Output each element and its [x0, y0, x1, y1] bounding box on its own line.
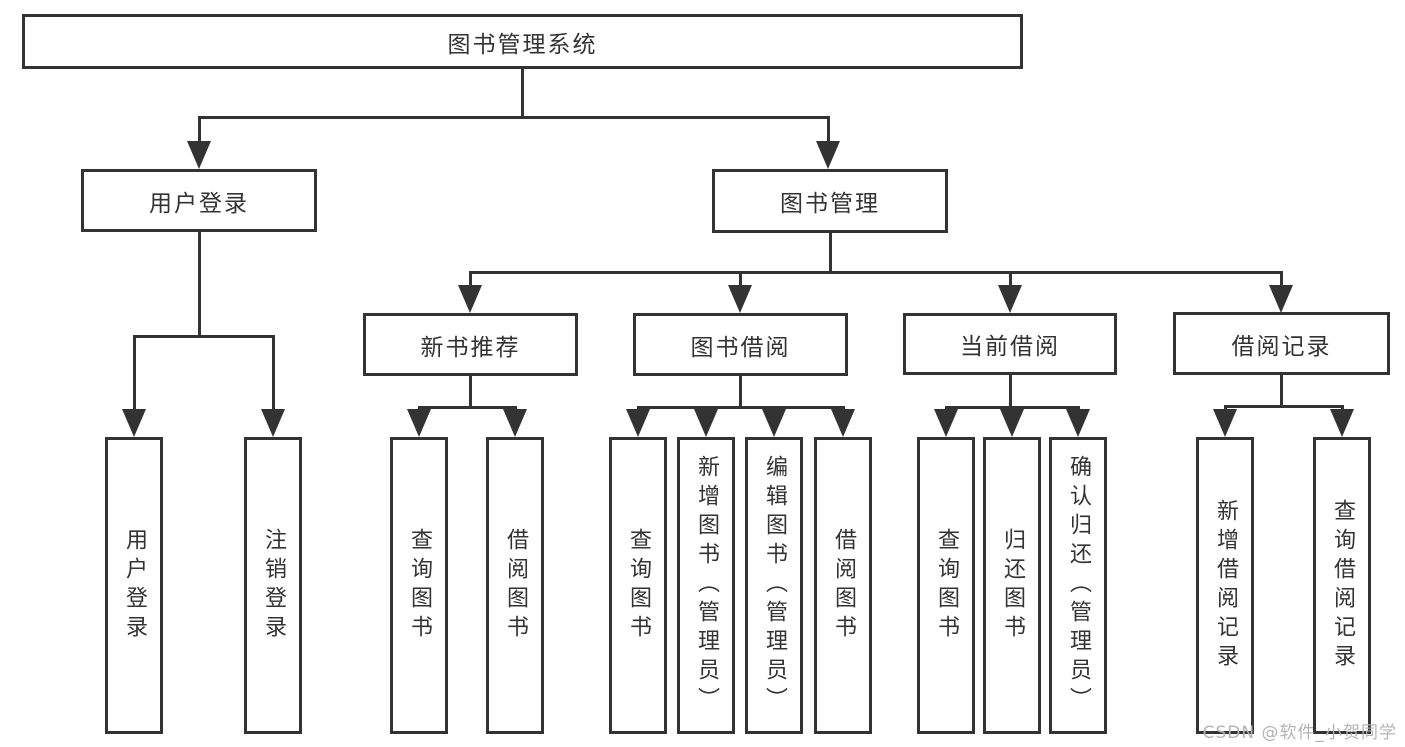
connector-line [1279, 375, 1283, 406]
node-new-book-recommend: 新书推荐 [363, 313, 578, 376]
node-library-system-label: 图书管理系统 [447, 31, 598, 58]
leaf-query-borrow-record-label: 查询借阅记录 [1330, 498, 1355, 673]
arrow-down-icon [503, 409, 527, 437]
leaf-borrow-books-recommend-label: 借阅图书 [503, 527, 528, 644]
arrow-down-icon [998, 285, 1022, 313]
leaf-logout-label: 注销登录 [261, 527, 286, 644]
arrow-down-icon [728, 285, 752, 313]
node-current-borrowing-label: 当前借阅 [960, 334, 1060, 360]
node-new-book-recommend-label: 新书推荐 [420, 334, 521, 361]
connector-line [271, 334, 275, 415]
leaf-add-borrow-record-label: 新增借阅记录 [1213, 498, 1238, 673]
node-user-login-label: 用户登录 [149, 190, 249, 217]
leaf-add-book-admin: 新增图书（管理员） [677, 437, 735, 734]
leaf-edit-book-admin: 编辑图书（管理员） [745, 437, 803, 734]
connector-line [1008, 375, 1012, 407]
leaf-user-login: 用户登录 [105, 437, 163, 734]
arrow-down-icon [187, 141, 211, 169]
leaf-query-books-current: 查询图书 [917, 437, 975, 734]
leaf-query-borrow-record: 查询借阅记录 [1313, 437, 1371, 734]
node-book-borrowing-label: 图书借阅 [690, 334, 791, 361]
connector-line [197, 115, 830, 119]
arrow-down-icon [831, 409, 855, 437]
leaf-query-books-recommend: 查询图书 [390, 437, 448, 734]
arrow-down-icon [1066, 409, 1090, 437]
leaf-edit-book-admin-label: 编辑图书（管理员） [762, 455, 787, 716]
node-book-management-label: 图书管理 [780, 191, 880, 217]
connector-line [197, 232, 201, 336]
connector-line [636, 405, 845, 409]
leaf-borrow-books-borrowing-label: 借阅图书 [831, 527, 856, 644]
connector-line [1223, 404, 1344, 408]
connector-line [738, 376, 742, 407]
arrow-down-icon [816, 141, 840, 169]
leaf-confirm-return-admin-label: 确认归还（管理员） [1066, 455, 1091, 716]
connector-line [197, 115, 201, 146]
node-current-borrowing: 当前借阅 [903, 313, 1117, 375]
arrow-down-icon [1000, 409, 1024, 437]
arrow-down-icon [1213, 409, 1237, 437]
connector-line [132, 334, 136, 415]
leaf-query-books-recommend-label: 查询图书 [407, 527, 432, 644]
connector-line [468, 270, 1283, 274]
node-book-borrowing: 图书借阅 [633, 313, 848, 376]
leaf-return-books: 归还图书 [983, 437, 1041, 734]
leaf-add-borrow-record: 新增借阅记录 [1196, 437, 1254, 734]
node-borrowing-records-label: 借阅记录 [1231, 333, 1332, 360]
arrow-down-icon [1269, 285, 1293, 313]
connector-line [468, 270, 472, 291]
arrow-down-icon [762, 409, 786, 437]
leaf-confirm-return-admin: 确认归还（管理员） [1049, 437, 1107, 734]
connector-line [1279, 270, 1283, 291]
connector-line [132, 334, 275, 338]
arrow-down-icon [458, 285, 482, 313]
connector-line [828, 233, 832, 273]
leaf-user-login-label: 用户登录 [122, 527, 147, 644]
leaf-logout: 注销登录 [244, 437, 302, 734]
node-user-login: 用户登录 [81, 169, 317, 232]
connector-line [1008, 270, 1012, 291]
arrow-down-icon [122, 409, 146, 437]
connector-line [738, 270, 742, 291]
arrow-down-icon [261, 409, 285, 437]
connector-line [520, 69, 524, 117]
node-library-system: 图书管理系统 [22, 14, 1023, 69]
arrow-down-icon [626, 409, 650, 437]
leaf-borrow-books-recommend: 借阅图书 [486, 437, 544, 734]
node-book-management: 图书管理 [712, 169, 948, 233]
arrow-down-icon [934, 409, 958, 437]
connector-line [468, 376, 472, 407]
arrow-down-icon [694, 409, 718, 437]
node-borrowing-records: 借阅记录 [1173, 312, 1390, 375]
leaf-return-books-label: 归还图书 [1000, 527, 1025, 644]
leaf-query-books-borrowing-label: 查询图书 [626, 527, 651, 644]
arrow-down-icon [1330, 409, 1354, 437]
leaf-query-books-borrowing: 查询图书 [609, 437, 667, 734]
arrow-down-icon [407, 409, 431, 437]
leaf-add-book-admin-label: 新增图书（管理员） [694, 455, 719, 716]
connector-line [417, 405, 517, 409]
leaf-query-books-current-label: 查询图书 [934, 527, 959, 644]
connector-line [826, 115, 830, 146]
leaf-borrow-books-borrowing: 借阅图书 [814, 437, 872, 734]
